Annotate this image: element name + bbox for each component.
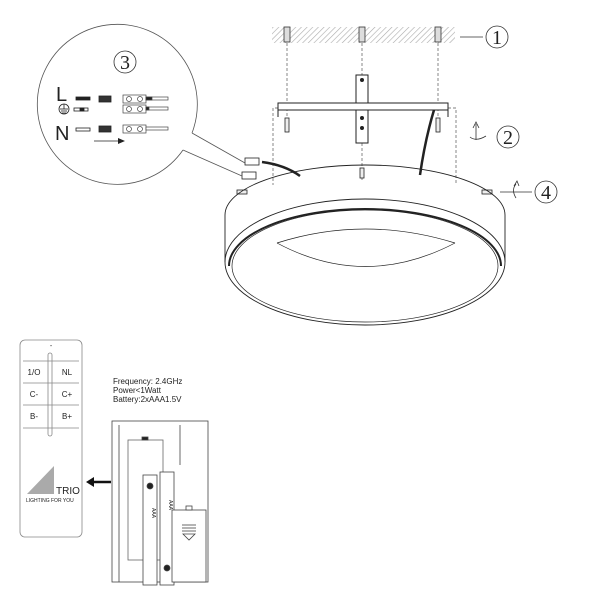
remote-button-nightlight[interactable]: NL: [62, 368, 73, 377]
svg-text:3: 3: [120, 52, 130, 74]
terminal-block: [122, 94, 169, 134]
direction-arrow-icon: [94, 138, 125, 144]
trio-logo-icon: [27, 466, 54, 494]
remote-button-color-up[interactable]: C+: [62, 390, 73, 399]
ceiling-lamp: [224, 164, 506, 326]
remote-button-brightness-down[interactable]: B-: [30, 412, 38, 421]
battery-label-2: AAA: [167, 500, 173, 511]
step-3-label: 3: [113, 50, 137, 74]
terminal-connectors: [241, 157, 260, 180]
neutral-label: N: [55, 123, 69, 145]
spec-battery: Battery:2xAAA1.5V: [113, 395, 182, 404]
wall-plugs: [283, 26, 442, 43]
brand-tagline: LIGHTING FOR YOU: [26, 498, 74, 504]
wire-ends: [73, 95, 112, 133]
remote-button-power[interactable]: 1/O: [28, 368, 41, 377]
spec-power: Power<1Watt: [113, 386, 162, 395]
step-1-label: 1: [485, 25, 509, 49]
mounting-bracket: [277, 74, 449, 144]
wiring-callout: [36, 23, 246, 185]
left-arrow-icon: [86, 477, 111, 487]
remote-top-mark: -: [50, 343, 53, 350]
svg-text:4: 4: [541, 182, 551, 204]
guide-lines: [272, 43, 457, 185]
svg-text:1: 1: [492, 27, 502, 49]
ceiling: [272, 27, 483, 43]
step-4-label: 4: [500, 180, 558, 204]
battery-compartment: [111, 420, 209, 586]
live-label: L: [56, 84, 67, 106]
remote-control: [19, 339, 83, 538]
spec-frequency: Frequency: 2.4GHz: [113, 377, 182, 386]
step-2-label: 2: [469, 121, 520, 149]
ground-symbol-icon: [58, 103, 70, 115]
brand-name: TRIO: [56, 486, 80, 497]
remote-button-color-down[interactable]: C-: [30, 390, 39, 399]
remote-button-brightness-up[interactable]: B+: [62, 412, 72, 421]
battery-label-1: AAA: [150, 508, 156, 519]
svg-text:2: 2: [503, 127, 513, 149]
